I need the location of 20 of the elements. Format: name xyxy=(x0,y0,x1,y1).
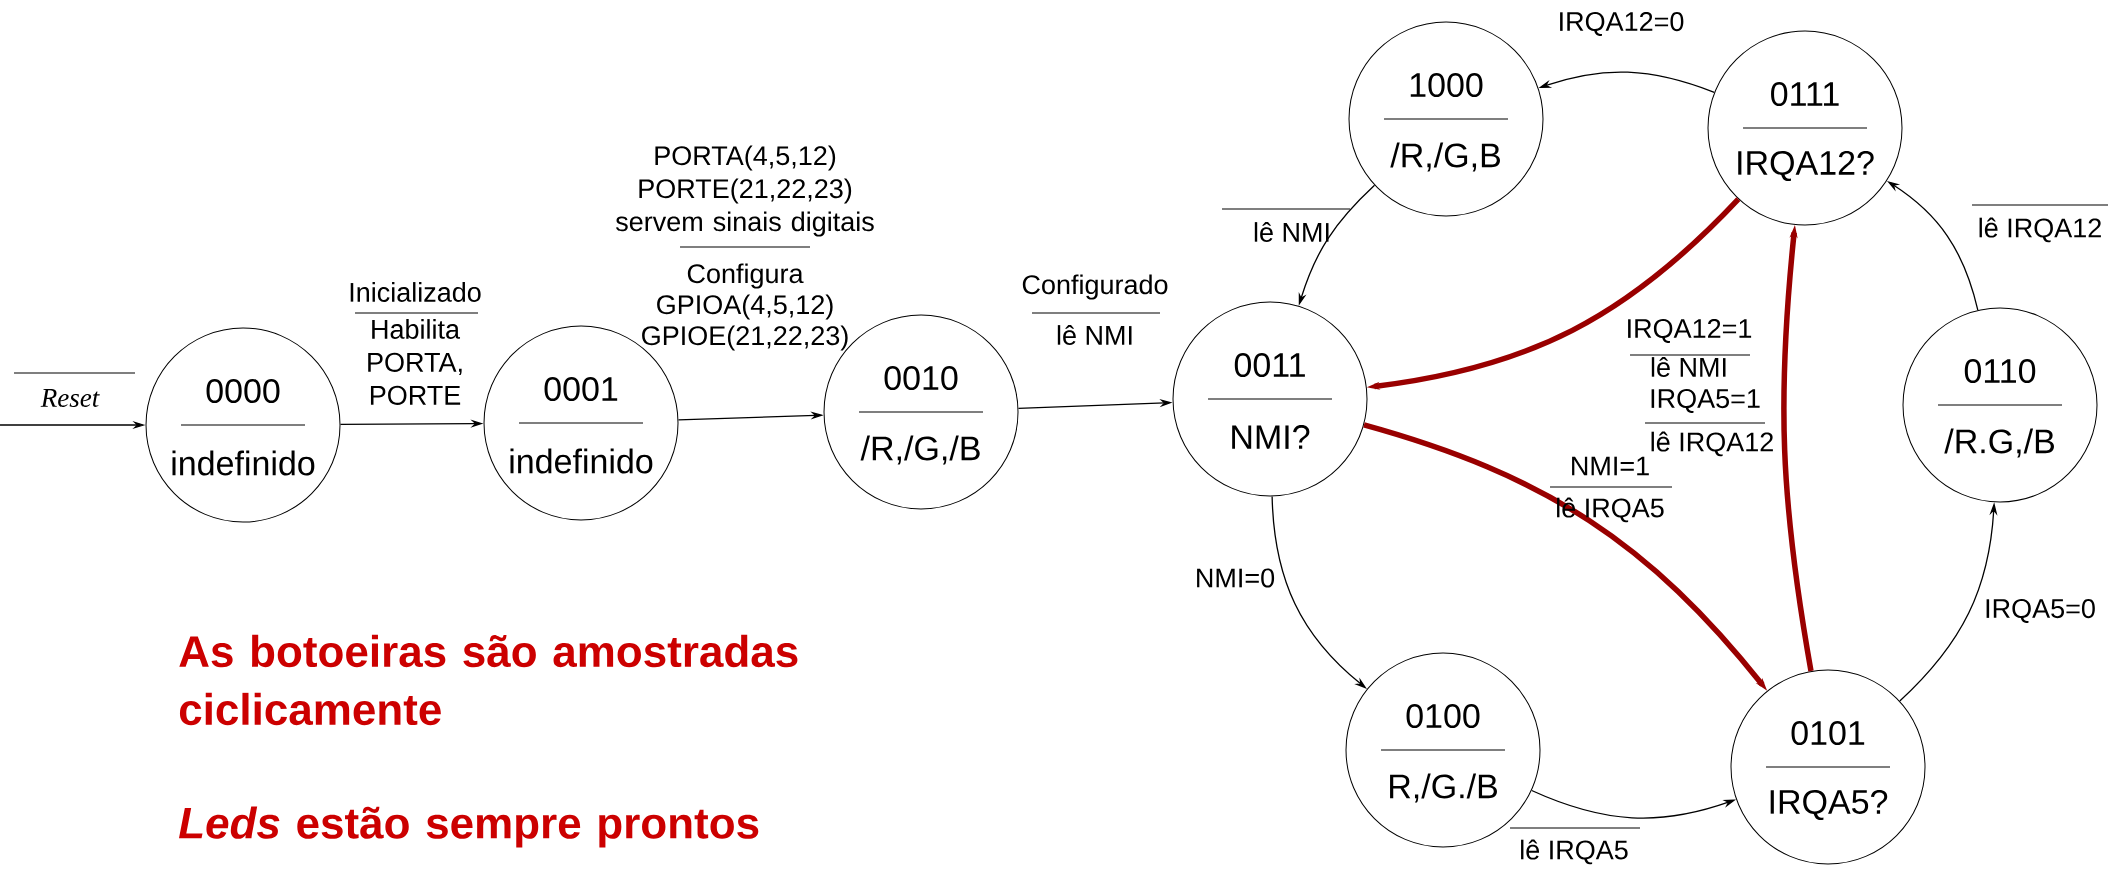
action-text: lê NMI xyxy=(1057,325,1132,345)
edge-label: IRQA12=0 xyxy=(1560,12,1684,36)
edge-label: Reset xyxy=(40,389,100,407)
action-text: Habilita PORTA, PORTE xyxy=(368,319,462,405)
action-text: lê NMI xyxy=(1651,357,1726,377)
edge-label: IRQA12=1 xyxy=(1628,319,1752,343)
edge-label: lê IRQA12 xyxy=(1979,217,2101,243)
edge-label: IRQA5=0 xyxy=(1986,599,2095,623)
edge-label: NMI=0 xyxy=(1197,568,1275,588)
edge-label: lê NMI xyxy=(1254,222,1329,242)
note-text: As botoeiras são amostradas ciclicamente xyxy=(179,634,798,726)
edge-label: NMI=1 xyxy=(1572,456,1649,476)
edge-label: IRQA5=1 xyxy=(1651,389,1760,413)
action-text: lê IRQA12 xyxy=(1651,431,1773,457)
edge-label: Inicializado xyxy=(350,282,481,302)
action-text: lê IRQA5 xyxy=(1557,497,1664,523)
note-text: Leds estão sempre prontos xyxy=(179,806,759,848)
edge-label: Configura GPIOA(4,5,12) GPIOE(21,22,23) xyxy=(642,263,848,351)
edge-label: Configurado xyxy=(1022,274,1168,300)
action-text: PORTA(4,5,12) PORTE(21,22,23) servem sinais digitais xyxy=(615,145,874,237)
